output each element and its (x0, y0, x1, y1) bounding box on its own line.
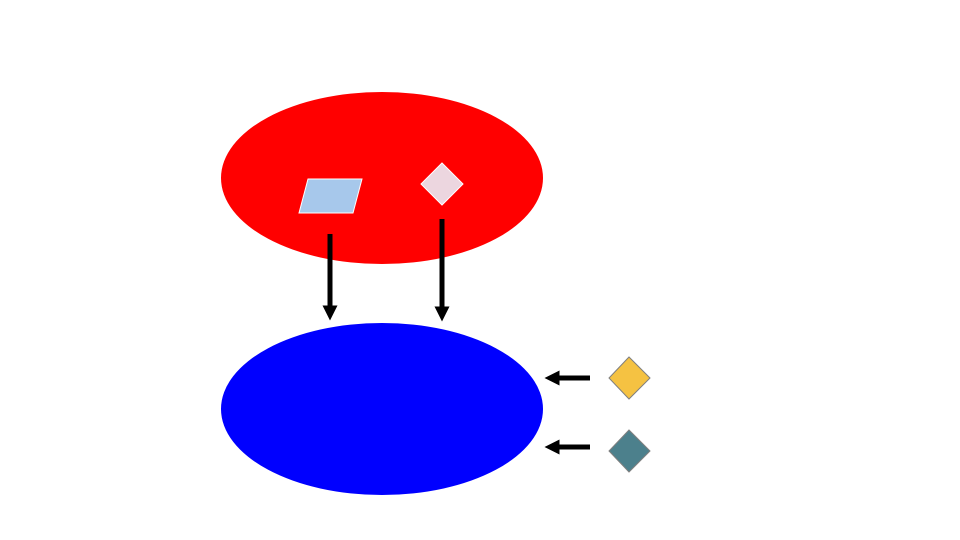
top-ellipse (221, 92, 543, 264)
bottom-ellipse (221, 323, 543, 495)
blue-parallelogram (298, 178, 363, 214)
teal-diamond (608, 429, 651, 473)
pink-diamond (420, 162, 464, 206)
yellow-diamond (608, 356, 651, 400)
